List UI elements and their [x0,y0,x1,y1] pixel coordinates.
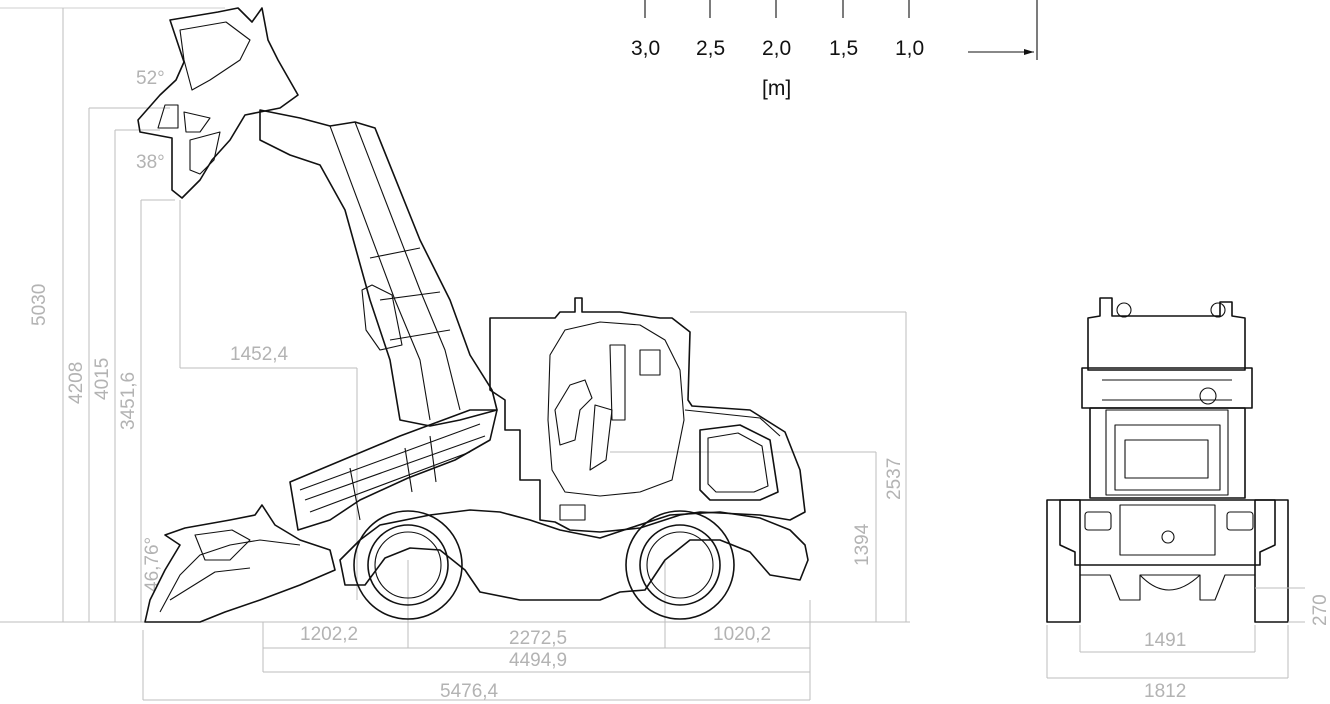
scale-tick-5: 1,0 [895,37,924,60]
height-axle-label: 1394 [852,523,873,566]
side-dimension-lines [0,8,910,701]
scale-unit: [m] [762,77,791,100]
track-label: 1491 [1144,630,1186,651]
front-roof [1087,297,1246,371]
loader-front-view: 270 1491 1812 [1046,297,1330,702]
scale-tick-2: 2,5 [696,37,725,60]
raised-bucket [137,7,299,199]
height-cab-label: 2537 [884,458,905,500]
overall-length-label: 5476,4 [440,681,499,702]
chassis [339,509,809,601]
cab [489,297,806,533]
angle-bottom-label: 46,76° [142,537,163,592]
boom-arm [259,109,498,427]
rear-wheel [625,510,735,620]
front-axle [1059,499,1276,566]
height-total-label: 5030 [29,284,50,326]
scale-bar: 3,0 2,5 2,0 1,5 1,0 [m] [0,0,1038,100]
height-4015-label: 4015 [92,358,113,400]
scale-tick-3: 2,0 [762,37,791,60]
rear-overhang-label: 1020,2 [713,624,771,645]
height-pin-label: 4208 [66,362,87,404]
machine-length-label: 4494,9 [509,650,567,671]
side-dimension-text: 52° 38° 46,76° 5030 4208 4015 3451,6 145… [29,68,905,702]
wheelbase-label: 2272,5 [509,628,567,649]
scale-tick-4: 1,5 [829,37,858,60]
loader-side-view [137,7,809,623]
lowered-bucket [144,504,336,623]
width-label: 1812 [1144,681,1186,702]
clearance-label: 270 [1310,594,1330,626]
height-dump-label: 3451,6 [118,372,139,430]
angle-mid-label: 38° [136,152,165,173]
reach-label: 1452,4 [230,344,289,365]
front-overhang-label: 1202,2 [300,624,358,645]
front-wheel [353,510,463,620]
scale-arrow-icon [1024,49,1034,55]
tilt-linkage [289,409,498,531]
scale-tick-1: 3,0 [631,37,660,60]
angle-top-label: 52° [136,68,165,89]
